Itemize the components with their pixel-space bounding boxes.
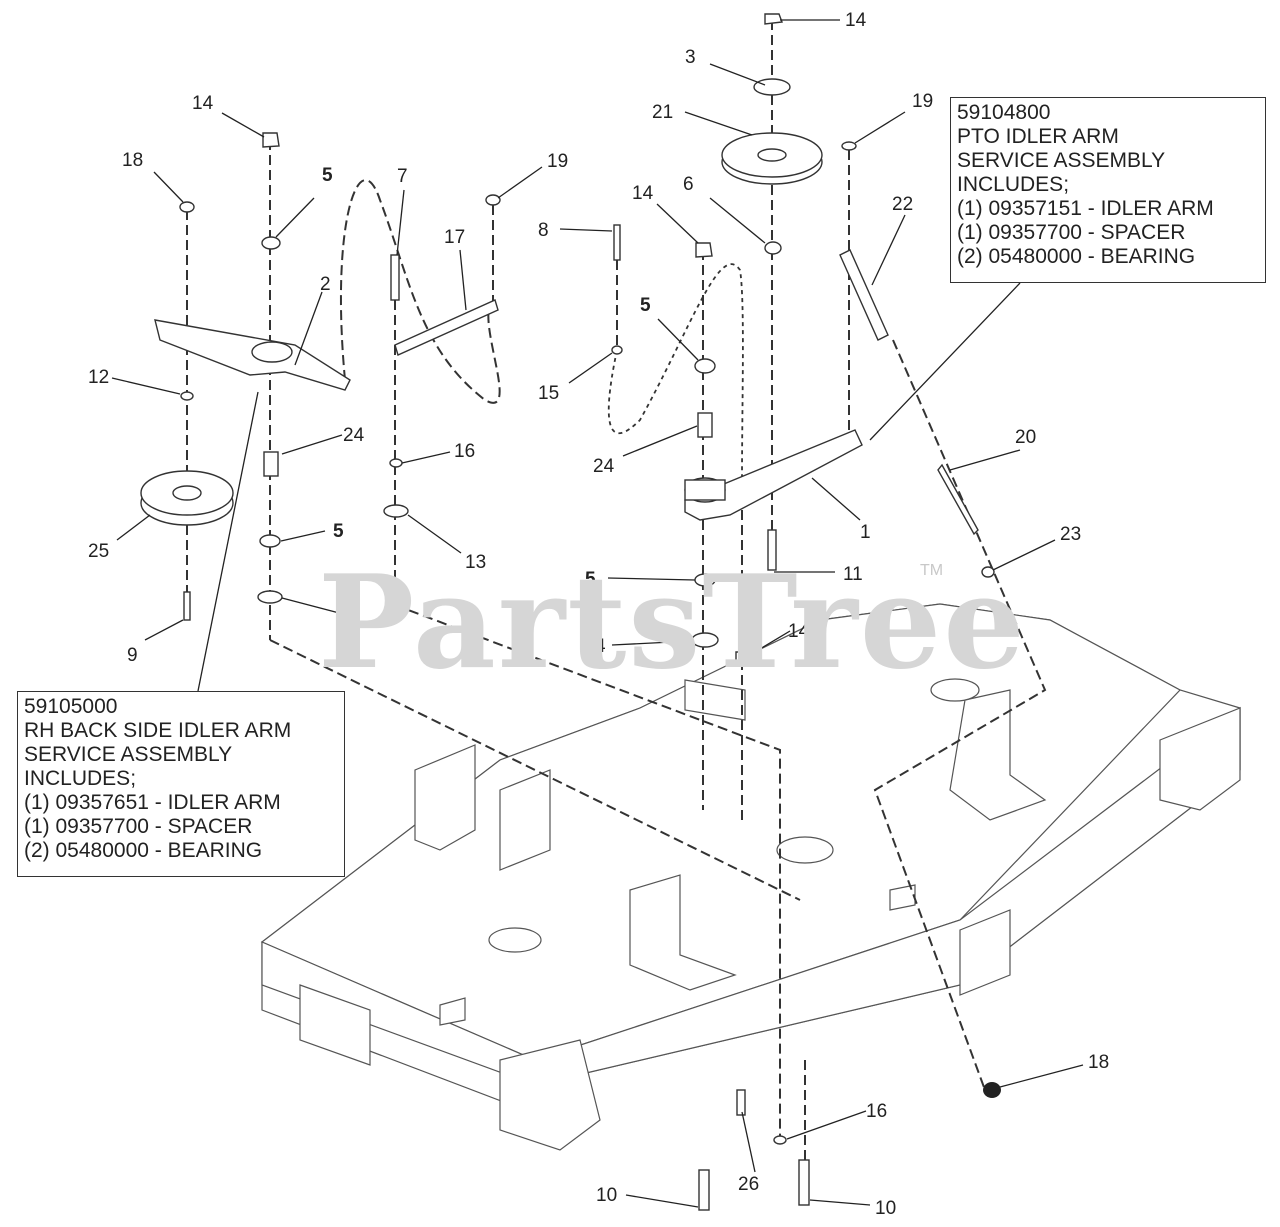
part-number: 59104800 [957,101,1051,124]
callout-label: 8 [538,220,549,241]
callout-label: 26 [738,1174,759,1195]
callout-label: 7 [397,166,408,187]
callout-label: 5 [322,165,333,186]
pto-idler-arm-info-box: 59104800 PTO IDLER ARM SERVICE ASSEMBLY … [950,97,1266,283]
callout-labels: 14 3 21 19 14 18 5 7 19 17 2 8 14 6 22 5… [88,10,1109,1219]
leader-lines [111,19,1084,1208]
callout-label: 24 [343,425,365,446]
callout-label: 9 [127,645,138,666]
callout-label: 5 [640,295,651,316]
callout-label: 4 [595,636,606,657]
info-line: PTO IDLER ARM [957,125,1119,148]
callout-label: 10 [596,1185,617,1206]
callout-label: 10 [875,1198,896,1219]
callout-label: 23 [1060,524,1081,545]
callout-label: 16 [454,441,475,462]
callout-label: 19 [912,91,933,112]
info-line: (1) 09357700 - SPACER [957,221,1186,244]
part-number: 59105000 [24,695,118,718]
callout-label: 4 [348,610,359,631]
info-line: RH BACK SIDE IDLER ARM [24,719,292,742]
callout-label: 18 [122,150,143,171]
callout-label: 1 [860,522,871,543]
callout-label: 14 [632,183,654,204]
callout-label: 16 [866,1101,887,1122]
callout-label: 5 [585,569,596,590]
callout-label: 17 [444,227,465,248]
assembly-lines [186,20,1047,1195]
info-line: (2) 05480000 - BEARING [24,839,263,862]
callout-label: 5 [333,521,344,542]
callout-label: 14 [788,621,810,642]
callout-label: 3 [685,47,696,68]
info-line: (2) 05480000 - BEARING [957,245,1196,268]
info-line: INCLUDES; [957,173,1070,196]
callout-label: 18 [1088,1052,1109,1073]
watermark: PartsTree [318,548,1027,698]
callout-label: 20 [1015,427,1036,448]
info-line: (1) 09357651 - IDLER ARM [24,791,281,814]
info-line: INCLUDES; [24,767,137,790]
rh-back-side-idler-arm-info-box: 59105000 RH BACK SIDE IDLER ARM SERVICE … [17,691,345,877]
info-line: SERVICE ASSEMBLY [24,743,233,766]
callout-label: 11 [843,564,863,585]
callout-label: 15 [538,383,559,404]
mower-deck [260,603,1241,1151]
callout-label: 24 [593,456,615,477]
parts [140,13,1001,1211]
callout-label: 13 [465,552,486,573]
callout-label: 2 [320,274,331,295]
callout-label: 21 [652,102,673,123]
info-line: SERVICE ASSEMBLY [957,149,1166,172]
callout-label: 22 [892,194,913,215]
callout-label: 19 [547,151,568,172]
info-line: (1) 09357151 - IDLER ARM [957,197,1214,220]
callout-label: 6 [683,174,694,195]
callout-label: 14 [845,10,867,31]
callout-label: 25 [88,541,109,562]
watermark-trademark: TM [920,562,944,579]
callout-label: 14 [192,93,214,114]
callout-label: 12 [88,367,109,388]
info-line: (1) 09357700 - SPACER [24,815,253,838]
